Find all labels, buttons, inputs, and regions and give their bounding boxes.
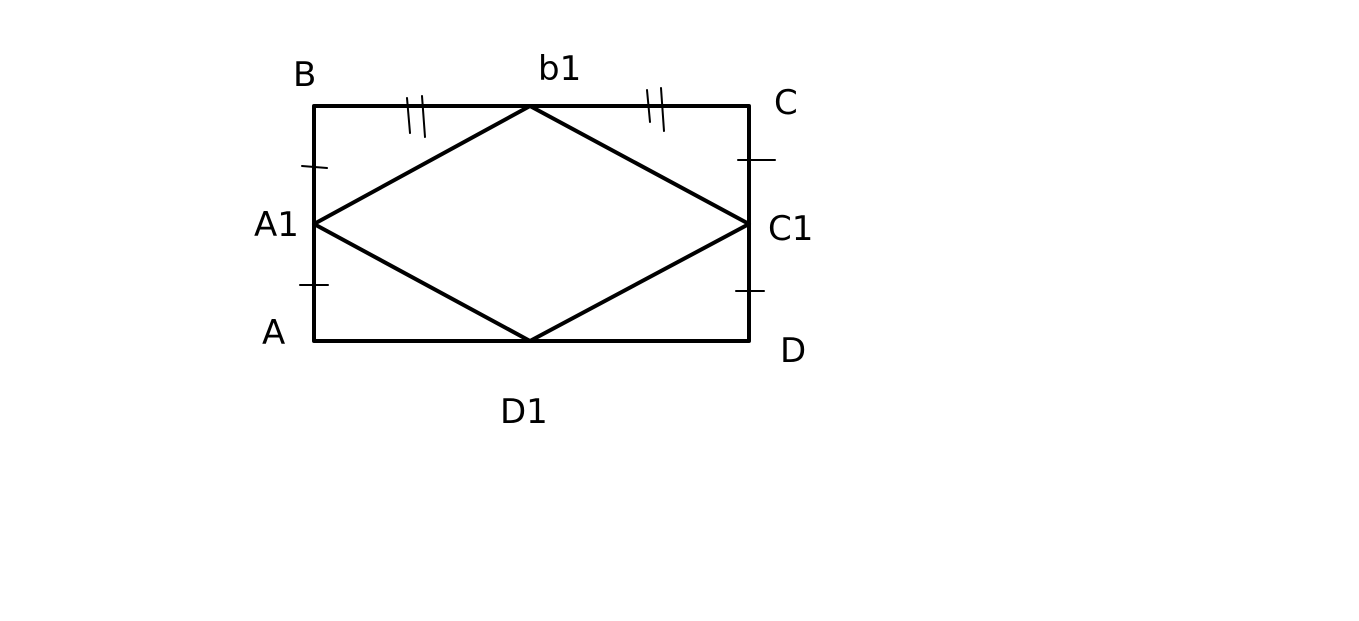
rhombus-a1b1c1d1 (312, 104, 751, 343)
rectangle-abcd (312, 104, 751, 343)
vertex-label-c1: C1 (768, 209, 813, 249)
vertex-label-d1: D1 (500, 392, 548, 432)
tick-marks-top-left (406, 95, 426, 138)
vertex-label-a1: A1 (254, 205, 299, 245)
vertex-label-b1: b1 (538, 49, 581, 89)
vertex-label-d: D (780, 331, 806, 371)
tick-marks-top-right (646, 87, 665, 132)
tick-mark-left-upper (301, 165, 328, 169)
vertex-label-b: B (293, 55, 316, 95)
vertex-label-a: A (262, 313, 285, 353)
vertex-label-c: C (774, 83, 798, 123)
